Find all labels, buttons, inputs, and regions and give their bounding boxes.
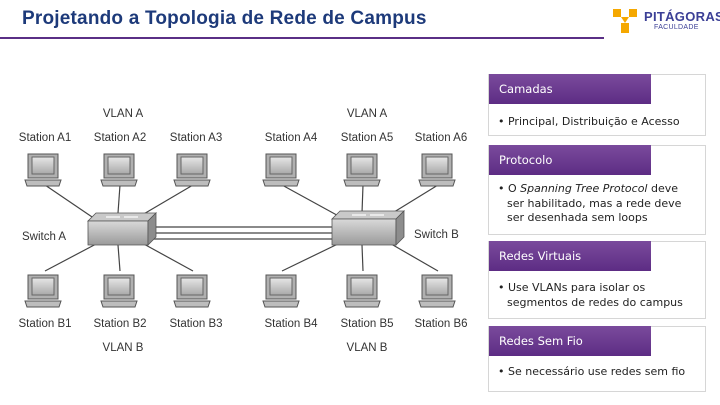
station-b5-computer-icon bbox=[343, 274, 381, 308]
cables bbox=[44, 184, 439, 272]
page-title: Projetando a Topologia de Rede de Campus bbox=[22, 8, 427, 29]
bullet-line: • O Spanning Tree Protocol deve bbox=[498, 182, 699, 197]
section-protocolo: Protocolo • O Spanning Tree Protocol dev… bbox=[488, 145, 706, 235]
station-label: Station B3 bbox=[169, 318, 222, 330]
bullet-line: • Se necessário use redes sem fio bbox=[498, 365, 686, 378]
campus-network-diagram: VLAN A VLAN A VLAN B VLAN B Station A1 S… bbox=[18, 108, 467, 354]
station-b4-computer-icon bbox=[262, 274, 300, 308]
station-label: Station B5 bbox=[340, 318, 393, 330]
station-label: Station B1 bbox=[18, 318, 71, 330]
station-label: Station A2 bbox=[94, 132, 146, 144]
logo-subtitle: FACULDADE bbox=[654, 24, 699, 31]
station-label: Station A3 bbox=[170, 132, 222, 144]
section-heading: Camadas bbox=[489, 74, 651, 104]
station-label: Station A6 bbox=[415, 132, 467, 144]
bullet-line: • Principal, Distribuição e Acesso bbox=[498, 115, 680, 128]
station-a1-computer-icon bbox=[24, 153, 62, 187]
station-a6-computer-icon bbox=[418, 153, 456, 187]
section-heading: Protocolo bbox=[489, 145, 651, 175]
bullet-line: ser desenhada sem loops bbox=[507, 211, 648, 224]
section-camadas: Camadas • Principal, Distribuição e Aces… bbox=[488, 74, 706, 136]
station-a3-computer-icon bbox=[173, 153, 211, 187]
computers-bottom bbox=[24, 274, 456, 308]
station-a5-computer-icon bbox=[343, 153, 381, 187]
section-text: • Principal, Distribuição e Acesso bbox=[498, 115, 699, 130]
switch-label: Switch A bbox=[22, 231, 66, 243]
switch-b bbox=[331, 210, 405, 246]
section-heading: Redes Sem Fio bbox=[489, 326, 651, 356]
station-label: Station A5 bbox=[341, 132, 393, 144]
text-fragment: • O bbox=[498, 182, 521, 195]
pitagoras-logo-icon bbox=[613, 9, 637, 33]
vlan-label: VLAN A bbox=[103, 108, 144, 120]
vlan-label: VLAN B bbox=[347, 342, 388, 354]
title-divider bbox=[0, 37, 604, 39]
station-a2-computer-icon bbox=[100, 153, 138, 187]
station-b3-computer-icon bbox=[173, 274, 211, 308]
faculty-logo: PITÁGORAS FACULDADE bbox=[610, 4, 720, 38]
section-heading: Redes Virtuais bbox=[489, 241, 651, 271]
bullet-line: segmentos de redes do campus bbox=[507, 295, 683, 309]
computers-top bbox=[24, 153, 456, 187]
station-a4-computer-icon bbox=[262, 153, 300, 187]
station-b6-computer-icon bbox=[418, 274, 456, 308]
vlan-label: VLAN B bbox=[103, 342, 144, 354]
bullet-line: ser habilitado, mas a rede deve bbox=[507, 196, 682, 210]
vlan-label: VLAN A bbox=[347, 108, 388, 120]
station-label: Station B6 bbox=[414, 318, 467, 330]
logo-name: PITÁGORAS bbox=[644, 9, 720, 24]
section-text: • O Spanning Tree Protocol deve ser habi… bbox=[498, 182, 699, 226]
section-redes-sem-fio: Redes Sem Fio • Se necessário use redes … bbox=[488, 326, 706, 392]
section-text: • Use VLANs para isolar os segmentos de … bbox=[498, 281, 699, 310]
station-b1-computer-icon bbox=[24, 274, 62, 308]
section-text: • Se necessário use redes sem fio bbox=[498, 365, 699, 380]
italic-term: Spanning Tree Protocol bbox=[520, 182, 648, 195]
station-label: Station B4 bbox=[264, 318, 318, 330]
station-b2-computer-icon bbox=[100, 274, 138, 308]
section-redes-virtuais: Redes Virtuais • Use VLANs para isolar o… bbox=[488, 241, 706, 319]
switch-label: Switch B bbox=[414, 229, 459, 241]
station-label: Station B2 bbox=[93, 318, 146, 330]
bullet-line: • Use VLANs para isolar os bbox=[498, 281, 646, 294]
station-label: Station A4 bbox=[265, 132, 318, 144]
text-fragment: deve bbox=[647, 182, 679, 195]
switch-a bbox=[87, 212, 157, 246]
summary-panel: Camadas • Principal, Distribuição e Aces… bbox=[488, 74, 706, 394]
station-label: Station A1 bbox=[19, 132, 71, 144]
